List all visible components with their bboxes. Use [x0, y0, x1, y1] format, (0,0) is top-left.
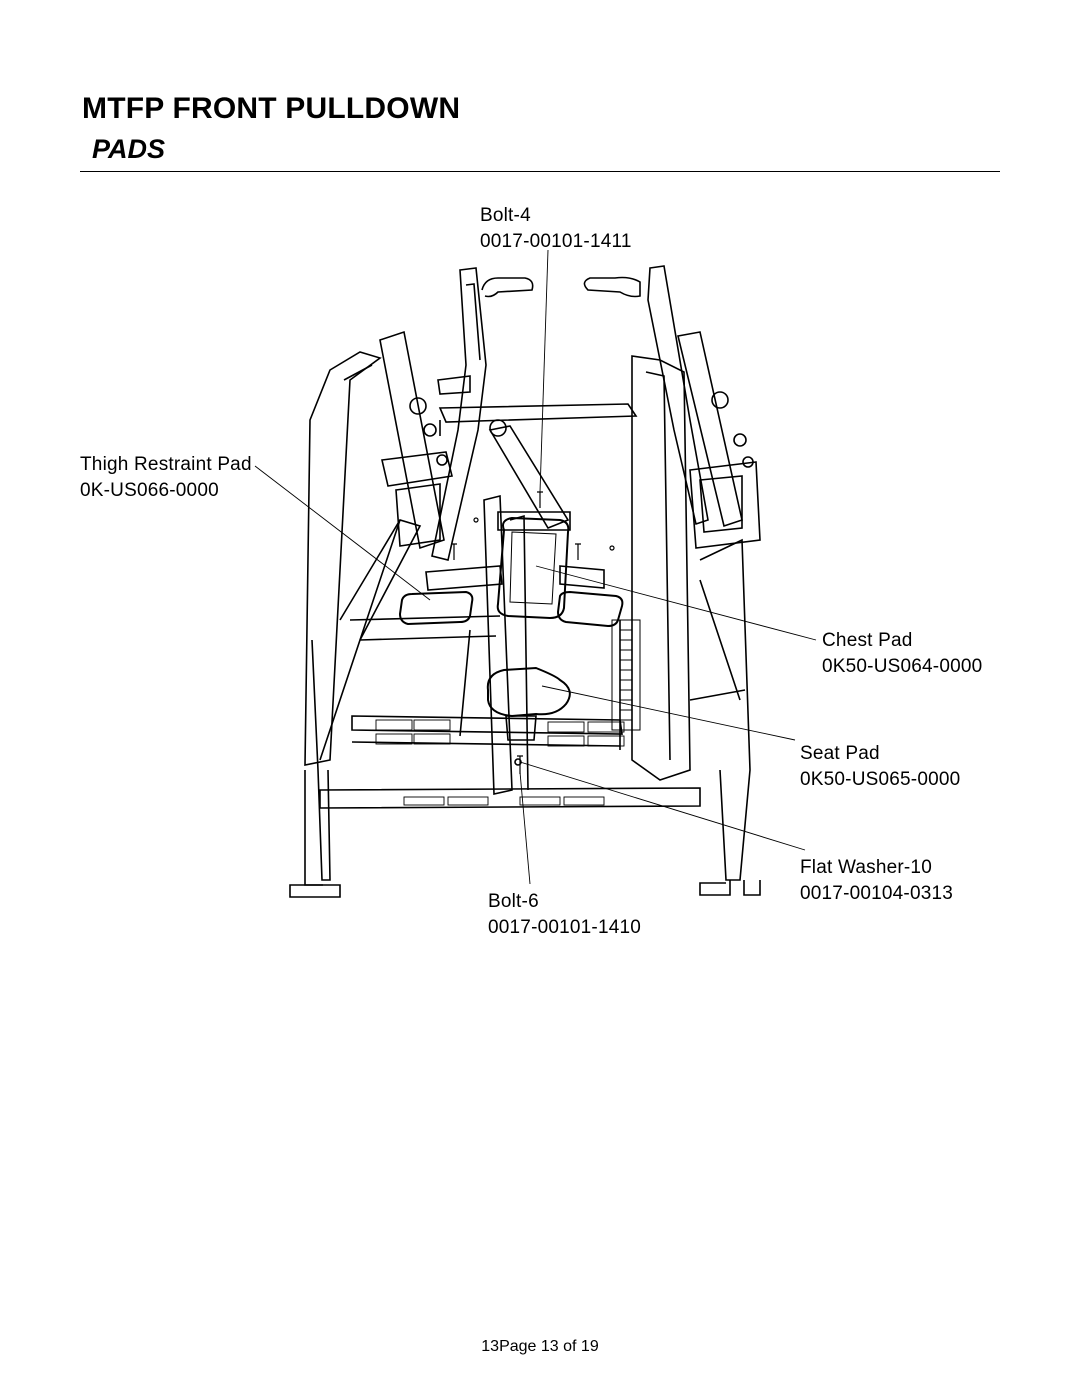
- thigh-pad-name: Thigh Restraint Pad: [80, 454, 252, 475]
- flat-washer-part-number: 0017-00104-0313: [800, 883, 954, 904]
- left-arm: [431, 267, 534, 561]
- left-cross-tube: [425, 565, 503, 591]
- flat-washer-callout: Flat Washer-10 0017-00104-0313: [800, 855, 953, 907]
- right-thigh-pad-shape: [556, 590, 624, 628]
- base-rails: [319, 615, 701, 809]
- decals: [375, 719, 625, 806]
- thigh-pad-callout: Thigh Restraint Pad 0K-US066-0000: [80, 452, 252, 504]
- header-divider: [80, 171, 1000, 172]
- right-arm: [583, 265, 743, 528]
- document-title: MTFP FRONT PULLDOWN: [82, 92, 461, 125]
- bolt6-callout: Bolt-6 0017-00101-1410: [488, 889, 641, 941]
- chest-pad-part-number: 0K50-US064-0000: [822, 656, 983, 677]
- section-subtitle: PADS: [92, 134, 166, 164]
- bolt4-name: Bolt-4: [480, 205, 531, 226]
- seat-pad-callout: Seat Pad 0K50-US065-0000: [800, 741, 960, 793]
- bolt4-part-number: 0017-00101-1411: [480, 231, 632, 252]
- left-frame: [289, 351, 422, 898]
- bolt6-part-number: 0017-00101-1410: [488, 917, 642, 938]
- chest-pad-name: Chest Pad: [822, 630, 913, 651]
- right-handle-assembly: [689, 391, 761, 549]
- leader-lines: [254, 249, 817, 885]
- right-frame: [631, 355, 761, 896]
- left-handle-assembly: [379, 330, 453, 550]
- thigh-pad-part-number: 0K-US066-0000: [80, 480, 219, 501]
- page-number: 13Page 13 of 19: [481, 1338, 599, 1355]
- bolt4-callout: Bolt-4 0017-00101-1411: [480, 203, 632, 255]
- chest-pad-callout: Chest Pad 0K50-US064-0000: [822, 628, 982, 680]
- right-cross-tube: [559, 565, 605, 589]
- bolt6-name: Bolt-6: [488, 891, 539, 912]
- left-thigh-pad-shape: [398, 590, 474, 626]
- weight-stack: [611, 619, 641, 731]
- seat-pad-part-number: 0K50-US065-0000: [800, 769, 961, 790]
- seat-pad-name: Seat Pad: [800, 743, 880, 764]
- seat-pad-shape: [486, 666, 571, 718]
- seat-post: [505, 715, 537, 741]
- top-crossbar: [438, 403, 638, 436]
- flat-washer-name: Flat Washer-10: [800, 857, 932, 878]
- chest-pad-shape: [496, 516, 570, 620]
